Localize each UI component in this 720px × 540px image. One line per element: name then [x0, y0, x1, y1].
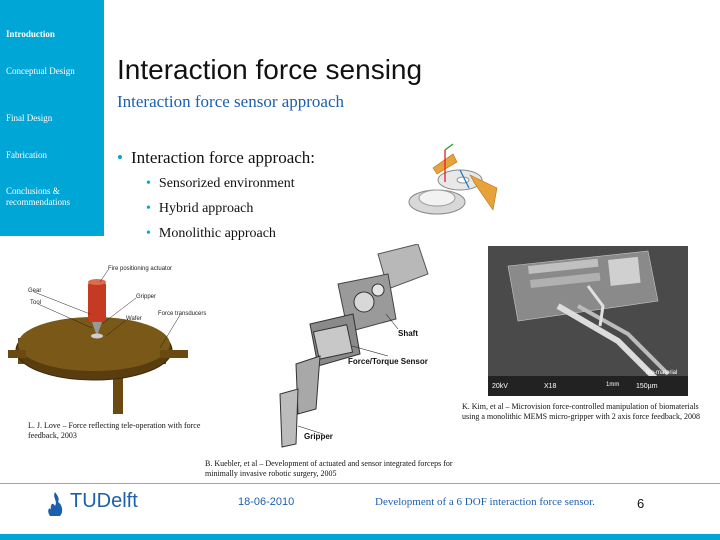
sub-bullet: • Sensorized environment [146, 176, 295, 192]
sub-bullet: • Hybrid approach [146, 201, 253, 217]
label-gripper: Gripper [136, 294, 156, 300]
label-wafer: Wafer [126, 316, 142, 322]
label-gear: Gear [28, 288, 41, 294]
bullet-dot-icon: • [117, 148, 123, 167]
label-force-transducers: Force transducers [158, 311, 206, 317]
flame-icon [48, 492, 63, 516]
sidebar-item-conclusions[interactable]: Conclusions & recommendations [6, 186, 70, 207]
main-bullet: • Interaction force approach: [117, 148, 315, 168]
sidebar-item-introduction[interactable]: Introduction [6, 29, 55, 39]
label-center-gripper: Gripper [304, 432, 333, 441]
label-bio-material: bio-material [646, 370, 677, 376]
bullet-dot-icon: • [146, 176, 151, 191]
figure-hybrid-approach: Shaft Force/Torque Sensor Gripper [268, 244, 438, 449]
main-bullet-text: Interaction force approach: [130, 148, 316, 167]
caption-right: K. Kim, et al – Microvision force-contro… [462, 402, 700, 421]
label-scale-150um: 150µm [636, 383, 658, 390]
label-force-torque-sensor: Force/Torque Sensor [348, 357, 428, 366]
sidebar-item-final-design[interactable]: Final Design [6, 113, 53, 123]
label-shaft: Shaft [398, 329, 418, 338]
sub-bullet-text: Monolithic approach [158, 226, 276, 241]
slide-subtitle: Interaction force sensor approach [117, 92, 345, 111]
label-sem-voltage: 20kV [492, 383, 508, 390]
label-tool: Tool [30, 300, 41, 306]
footer-accent-bar [0, 534, 720, 540]
sidebar-nav: Introduction Conceptual Design Final Des… [0, 0, 104, 236]
sub-bullet-text: Sensorized environment [158, 176, 295, 191]
label-fire-positioning-actuator: Fire positioning actuator [108, 266, 172, 272]
sub-bullet-text: Hybrid approach [158, 201, 254, 216]
footer-date: 18-06-2010 [238, 496, 295, 508]
tudelft-logo: TUDelft [42, 488, 138, 520]
sidebar-item-conceptual-design[interactable]: Conceptual Design [6, 66, 75, 76]
figure-monolithic-approach: 20kV X18 1mm 150µm bio-material [488, 246, 688, 396]
label-scale-1mm: 1mm [606, 382, 619, 388]
page-number: 6 [637, 496, 645, 511]
footer-presentation-title: Development of a 6 DOF interaction force… [375, 496, 595, 508]
sensor-illustration [408, 143, 498, 215]
bullet-dot-icon: • [146, 226, 151, 241]
label-sem-magnification: X18 [544, 383, 557, 390]
figure-sensorized-environment: Fire positioning actuator Gear Tool Grip… [8, 266, 206, 414]
bullet-dot-icon: • [146, 201, 151, 216]
sidebar-item-fabrication[interactable]: Fabrication [6, 150, 47, 160]
caption-left: L. J. Love – Force reflecting tele-opera… [28, 421, 201, 440]
logo-text: TUDelft [70, 490, 138, 512]
sub-bullet: • Monolithic approach [146, 226, 276, 242]
caption-center: B. Kuebler, et al – Development of actua… [205, 459, 453, 478]
footer-divider [0, 483, 720, 484]
slide-title: Interaction force sensing [117, 54, 423, 85]
